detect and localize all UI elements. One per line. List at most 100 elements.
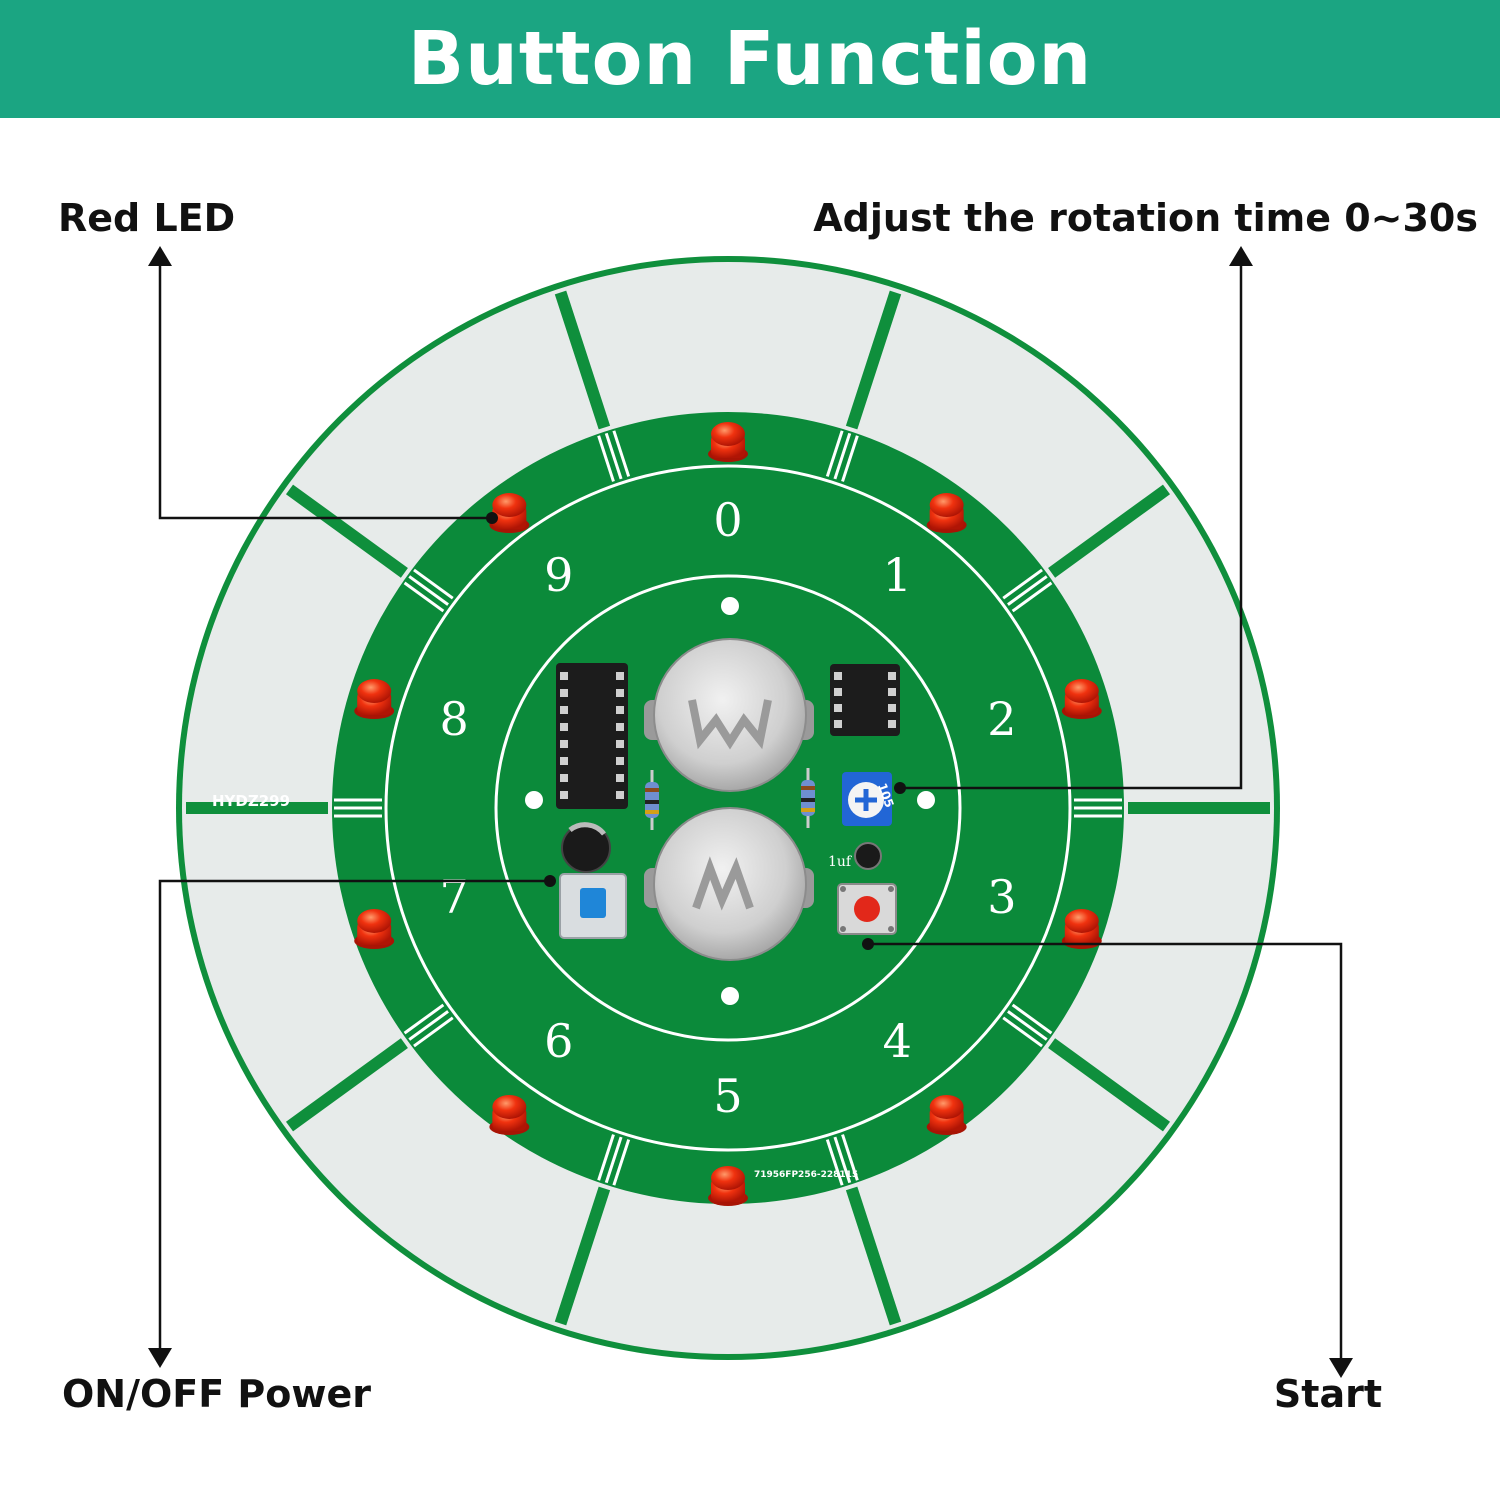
spoke-tick [403,1003,445,1035]
ic-pin [560,672,568,680]
dial-number: 9 [544,548,573,602]
dial-number: 8 [439,692,468,746]
spoke-tick [833,432,852,480]
red-led-leader [158,262,492,520]
spoke-tick [597,1134,615,1181]
ic-pin [834,704,842,712]
adjust-arrowhead [1229,246,1253,266]
led-dome [711,1166,745,1190]
dial-number: 5 [713,1069,742,1123]
ic-pin [560,706,568,714]
spoke-tick [612,1139,631,1186]
spoke-tick [825,430,844,477]
spoke-bar [554,1186,611,1326]
spoke-bar [845,290,902,430]
header-banner [0,0,1500,118]
ic-pin [616,774,624,782]
spoke-tick [413,1016,454,1048]
spoke-tick [1002,1016,1043,1048]
spoke-tick [833,1136,852,1184]
start-button[interactable] [837,883,897,935]
spoke-bar [845,1186,902,1326]
spoke-tick [604,432,623,480]
model-label: HYDZ299 [212,792,290,810]
led-ring [354,422,1102,1206]
led-dome [1064,679,1099,704]
red-led-arrowhead [148,246,172,266]
ic-pin [834,688,842,696]
spoke-bar [554,290,611,430]
page-title: Button Function [407,16,1093,102]
divider-spokes [186,290,1270,1326]
spoke-tick [408,575,449,606]
start-label: Start [1273,1372,1382,1416]
led-dome [929,1094,964,1119]
spoke-tick [1011,581,1053,613]
ic-pin [616,706,624,714]
dial-number: 6 [544,1014,573,1068]
spoke-bar [285,1038,408,1132]
ic-pin [616,791,624,799]
battery-holder-bottom [644,807,814,961]
spoke-tick [841,1134,859,1181]
ic-chip-8pin [830,664,900,736]
ic-pin [888,688,896,696]
ic-pin [834,672,842,680]
ic-pin [616,672,624,680]
ic-pin [834,720,842,728]
resistor-right [801,768,815,828]
onoff-leader [158,879,550,1352]
ic-pin [616,689,624,697]
ic-pin [888,720,896,728]
callout-arrows [158,262,1343,1362]
spoke-tick [597,435,615,482]
red-led-label: Red LED [58,196,236,240]
dial-number: 0 [713,493,742,547]
mounting-hole-right [917,791,935,809]
adjust-leader [900,262,1243,790]
ring-white-line-inner [494,574,962,1042]
led-dome [929,493,964,518]
spoke-bar [285,484,408,578]
ic-pin [616,723,624,731]
spoke-tick [1011,1003,1053,1035]
ic-pin [560,791,568,799]
spoke-tick [825,1139,844,1186]
mounting-hole-left [525,791,543,809]
arrow-heads [148,246,1353,1378]
on-off-power-label: ON/OFF Power [62,1372,372,1416]
ic-pin [616,757,624,765]
led-dome [357,679,392,704]
led-dome [711,422,745,446]
start-leader [868,942,1343,1362]
mounting-hole-top [721,597,739,615]
resistor-left [645,770,659,830]
dial-number: 3 [987,870,1016,924]
ceramic-capacitor [854,842,882,870]
ic-pin [560,723,568,731]
spoke-tick [408,1010,449,1041]
spoke-tick [1007,575,1048,606]
ring-white-line-outer [384,464,1072,1152]
spoke-tick [612,430,631,477]
ic-pin [616,740,624,748]
spoke-tick [413,568,454,600]
spoke-tick [604,1136,623,1184]
power-switch[interactable] [559,873,627,939]
ic-pin [888,672,896,680]
spoke-bar [1048,484,1171,578]
led-dome [357,908,392,933]
electrolytic-capacitor [561,822,611,873]
ic-pin [560,774,568,782]
spoke-tick [1007,1010,1048,1041]
serial-label: 71956FP256-228115 [754,1170,858,1180]
dial-number: 7 [439,870,468,924]
potentiometer [842,772,892,826]
spoke-tick [403,581,445,613]
ic-pin [560,740,568,748]
spoke-tick [1002,568,1043,600]
dial-number: 1 [883,548,912,602]
led-dome [1064,908,1099,933]
